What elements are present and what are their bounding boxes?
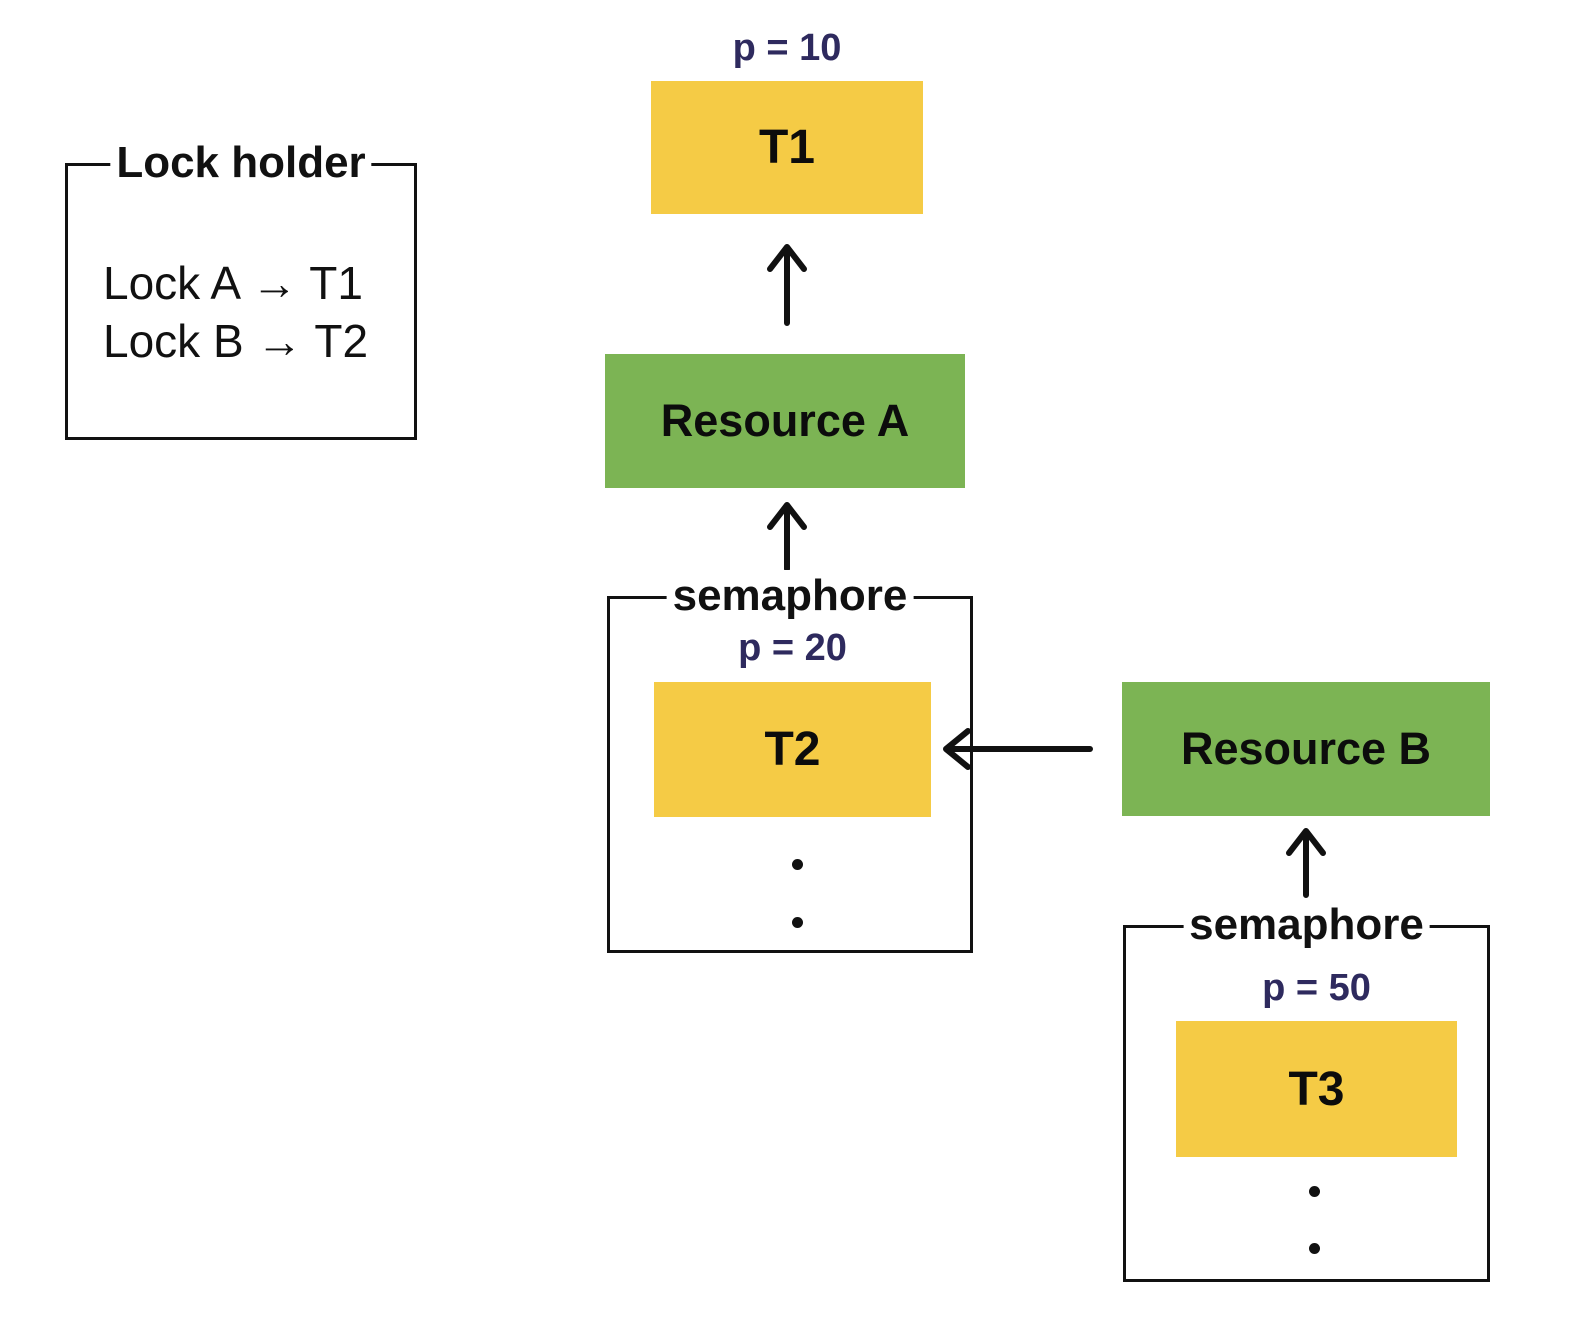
task-t2: T2	[654, 682, 931, 817]
lock-holder-box: Lock holder Lock A → T1 Lock B → T2	[65, 137, 417, 440]
t2-priority-label: p = 20	[738, 627, 847, 669]
semaphore-a-box: semaphore	[607, 570, 973, 953]
resource-a: Resource A	[605, 354, 965, 488]
semaphore-a-queue-ellipsis-dot	[792, 917, 803, 928]
arrow-up-resource-a-to-t1-icon	[767, 244, 807, 326]
semaphore-a-queue-ellipsis-dot	[792, 859, 803, 870]
semaphore-b-queue-ellipsis-dot	[1309, 1186, 1320, 1197]
task-t1: T1	[651, 81, 923, 214]
arrow-up-semaphore-a-to-resource-a-icon	[767, 502, 807, 572]
arrow-left-resource-b-to-t2-icon	[943, 728, 1093, 770]
semaphore-a-title: semaphore	[666, 570, 914, 622]
lock-entry-b: Lock B → T2	[103, 315, 369, 367]
semaphore-b-box: semaphore	[1123, 899, 1490, 1282]
t3-priority-label: p = 50	[1262, 967, 1371, 1009]
t1-priority-label: p = 10	[732, 27, 842, 69]
arrow-up-semaphore-b-to-resource-b-icon	[1286, 828, 1326, 898]
lock-entry-a: Lock A → T1	[103, 257, 363, 309]
lock-holder-title: Lock holder	[110, 137, 372, 189]
semaphore-b-title: semaphore	[1183, 899, 1430, 951]
task-t3: T3	[1176, 1021, 1457, 1157]
semaphore-b-queue-ellipsis-dot	[1309, 1243, 1320, 1254]
lock-holder-entries: Lock A → T1 Lock B → T2	[103, 254, 368, 370]
resource-b: Resource B	[1122, 682, 1490, 816]
